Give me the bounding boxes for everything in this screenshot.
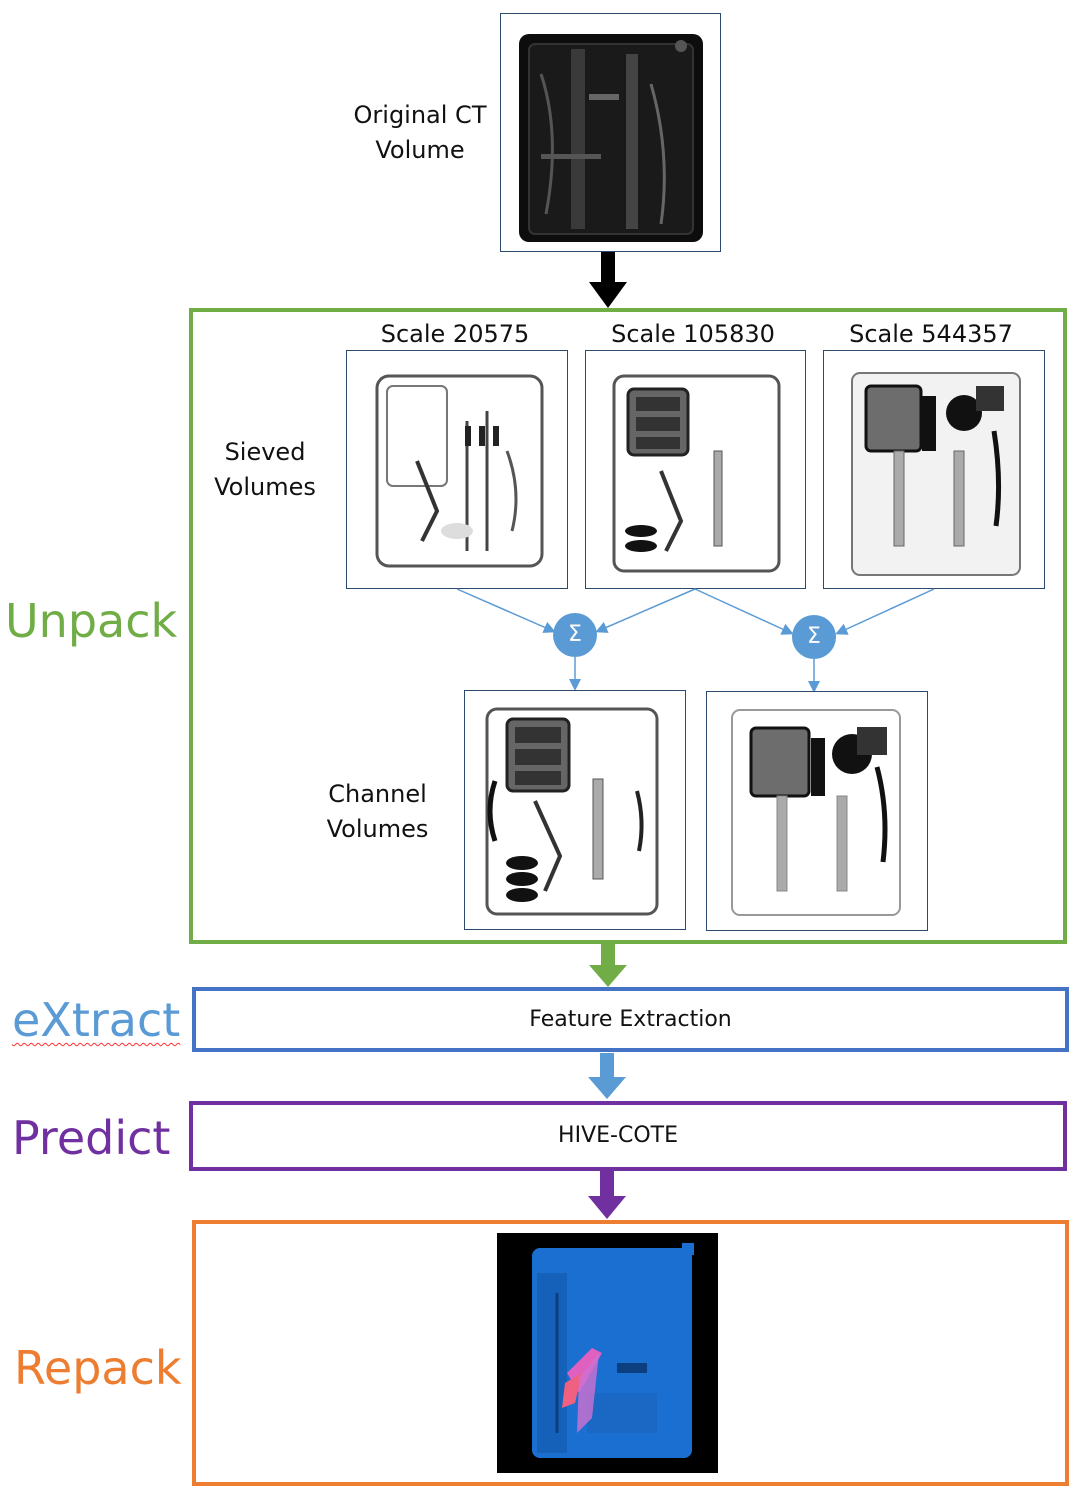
repack-image (497, 1233, 718, 1473)
channel-line1: Channel (328, 780, 427, 808)
extract-label: eXtract (12, 993, 181, 1047)
original-ct-label-line2: Volume (375, 136, 465, 164)
channel-volumes-label: Channel Volumes (315, 777, 440, 847)
scale-label-3: Scale 544357 (849, 320, 1013, 348)
extract-box: Feature Extraction (192, 987, 1069, 1052)
feature-extraction-text: Feature Extraction (529, 1007, 732, 1032)
repack-box (192, 1220, 1069, 1486)
connector-2 (595, 588, 696, 633)
sieved-volume-3 (823, 350, 1045, 589)
sieved-scan-2 (612, 374, 781, 573)
arrow-purple (588, 1171, 626, 1219)
sieved-scan-1 (375, 374, 544, 568)
sieved-scan-3 (851, 372, 1021, 576)
sieved-volume-2 (585, 350, 806, 589)
scale-label-1: Scale 20575 (380, 320, 530, 348)
predict-label: Predict (12, 1111, 171, 1165)
original-ct-label: Original CT Volume (340, 98, 500, 168)
channel-scan-2 (731, 709, 901, 916)
connector-1 (456, 588, 556, 633)
sieved-line2: Volumes (214, 473, 316, 501)
sigma-node-2: Σ (792, 615, 836, 659)
sigma-node-1: Σ (553, 613, 597, 657)
original-ct-scan (519, 34, 703, 242)
original-ct-image (500, 13, 721, 252)
channel-volume-2 (706, 691, 928, 931)
scale-label-2: Scale 105830 (611, 320, 775, 348)
sieved-line1: Sieved (224, 438, 306, 466)
repack-label: Repack (14, 1341, 182, 1395)
unpack-label: Unpack (5, 594, 178, 648)
unpack-box (189, 308, 1067, 944)
connector-4 (835, 588, 935, 635)
arrow-blue (588, 1053, 626, 1099)
arrow-black (589, 252, 627, 308)
predict-box: HIVE-COTE (189, 1101, 1067, 1171)
sieved-volumes-label: Sieved Volumes (205, 435, 325, 505)
original-ct-label-line1: Original CT (353, 101, 487, 129)
hive-cote-text: HIVE-COTE (558, 1123, 678, 1148)
channel-scan-1 (485, 707, 659, 916)
channel-volume-1 (464, 690, 686, 930)
connector-3 (694, 588, 794, 635)
sieved-volume-1 (346, 350, 568, 589)
sigma-connectors (456, 588, 935, 693)
arrow-green (589, 943, 627, 987)
repack-segmentation (532, 1243, 694, 1458)
channel-line2: Volumes (326, 815, 429, 843)
